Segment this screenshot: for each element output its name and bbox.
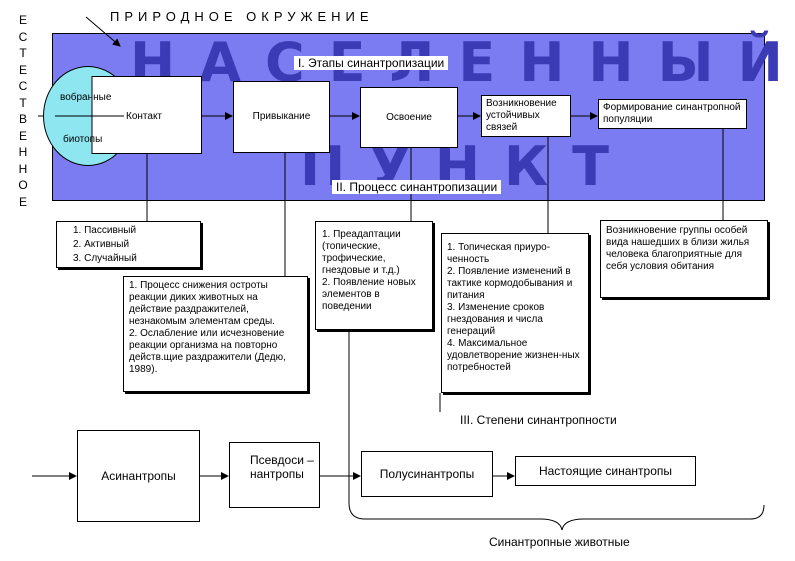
stage-stable-links-label: Возникновение устойчивых связей bbox=[486, 98, 557, 133]
stage-contact-box bbox=[92, 76, 202, 154]
asynanthropes-box: Асинантропы bbox=[77, 430, 200, 522]
process-title: II. Процесс синантропизации bbox=[332, 180, 502, 194]
habituation-notes-box: 1. Процесс снижения остроты реакции дики… bbox=[123, 276, 308, 392]
stage-contact-label: Контакт bbox=[126, 111, 163, 122]
biotope-bottom-label: биотопы bbox=[63, 134, 103, 145]
stable-links-notes-box: 1. Топическая приуро-ченность 2. Появлен… bbox=[441, 233, 589, 393]
semisynanthropes-label: Полусинантропы bbox=[379, 467, 475, 481]
stage-population-label: Формирование синантропной популяции bbox=[603, 102, 741, 125]
population-note-box: Возникновение группы особей вида нашедши… bbox=[600, 220, 768, 298]
preadaptation-note-1: 1. Преадаптации (топические, трофические… bbox=[322, 229, 401, 276]
stable-links-note-4: 4. Максимальное удовлетворение жизнен-ны… bbox=[447, 338, 580, 373]
synanthropic-animals-label: Синантропные животные bbox=[489, 535, 630, 549]
natural-vertical-label: ЕСТЕСТВЕННОЕ bbox=[18, 13, 28, 209]
pseudosynanthropes-label: Псевдоси – нантропы bbox=[250, 453, 314, 481]
preadaptation-box: 1. Преадаптации (топические, трофические… bbox=[315, 221, 433, 330]
stage-habituation-label: Привыкание bbox=[252, 111, 311, 122]
stage-assimilation-label: Освоение bbox=[386, 111, 432, 123]
stage-population-box: Формирование синантропной популяции bbox=[598, 99, 747, 129]
stage-stable-links-box: Возникновение устойчивых связей bbox=[481, 95, 571, 137]
stable-links-note-1: 1. Топическая приуро-ченность bbox=[447, 242, 551, 265]
contact-type-3: 3. Случайный bbox=[73, 253, 137, 264]
semisynanthropes-box: Полусинантропы bbox=[361, 451, 493, 497]
pseudosynanthropes-box: Псевдоси – нантропы bbox=[229, 442, 320, 508]
true-synanthropes-box: Настоящие синантропы bbox=[515, 456, 696, 486]
stable-links-note-3: 3. Изменение сроков гнездования и числа … bbox=[447, 302, 545, 337]
biotope-top-label: вобранные bbox=[60, 92, 112, 103]
natural-environment-title: ПРИРОДНОЕ ОКРУЖЕНИЕ bbox=[110, 9, 374, 24]
habituation-note-2: 2. Ослабление или исчезновение реакции о… bbox=[129, 328, 286, 375]
contact-type-2: 2. Активный bbox=[73, 239, 130, 250]
contact-types-box: 1. Пассивный 2. Активный 3. Случайный bbox=[56, 221, 201, 268]
contact-type-1: 1. Пассивный bbox=[73, 225, 137, 236]
habituation-note-1: 1. Процесс снижения остроты реакции дики… bbox=[129, 280, 275, 327]
stage-assimilation-box: Освоение bbox=[360, 87, 458, 148]
population-note: Возникновение группы особей вида нашедши… bbox=[606, 225, 750, 272]
asynanthropes-label: Асинантропы bbox=[101, 469, 176, 483]
stage-habituation-box: Привыкание bbox=[233, 81, 330, 153]
settlement-word-1: НАСЕЛЕННЫЙ bbox=[130, 31, 795, 94]
true-synanthropes-label: Настоящие синантропы bbox=[538, 464, 673, 478]
stable-links-note-2: 2. Появление изменений в тактике кормодо… bbox=[447, 266, 573, 301]
preadaptation-note-2: 2. Появление новых элементов в поведении bbox=[322, 277, 416, 312]
degrees-title: III. Степени синантропности bbox=[460, 413, 617, 427]
stages-title: I. Этапы синантропизации bbox=[294, 56, 449, 70]
